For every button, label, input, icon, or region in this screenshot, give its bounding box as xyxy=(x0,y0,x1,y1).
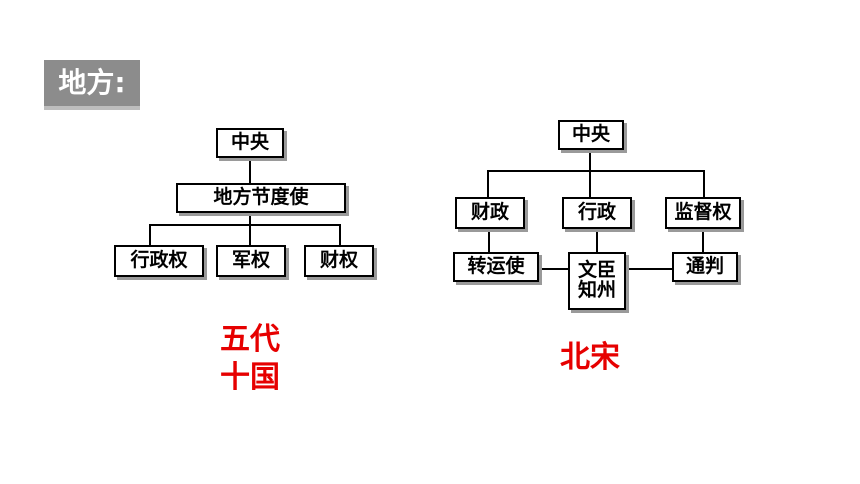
connector-line xyxy=(702,228,704,253)
era-caption: 北宋 xyxy=(560,340,620,375)
connector-line xyxy=(149,224,151,246)
connector-line xyxy=(625,268,673,270)
connector-line xyxy=(487,170,705,172)
connector-line xyxy=(249,156,251,184)
finance-power-box: 财权 xyxy=(304,245,374,277)
prefect-label-line2: 知州 xyxy=(577,279,616,301)
connector-line xyxy=(589,170,591,198)
era-caption-line2: 十国 xyxy=(220,360,280,395)
supervision-power-box: 监督权 xyxy=(665,197,741,229)
tongpan-box: 通判 xyxy=(672,252,738,282)
connector-line xyxy=(537,268,569,270)
jiedushi-box: 地方节度使 xyxy=(176,183,346,213)
administration-box: 行政 xyxy=(562,197,632,229)
military-power-box: 军权 xyxy=(216,245,286,277)
connector-line xyxy=(149,224,341,226)
fiscal-commissioner-box: 转运使 xyxy=(453,252,539,282)
connector-line xyxy=(339,224,341,246)
connector-line xyxy=(703,170,705,198)
connector-line xyxy=(596,228,598,253)
prefect-box: 文臣 知州 xyxy=(568,252,626,310)
section-title: 地方: xyxy=(44,60,140,110)
connector-line xyxy=(488,228,490,253)
era-caption-line1: 五代 xyxy=(220,322,280,357)
connector-line xyxy=(589,148,591,172)
connector-line xyxy=(249,224,251,246)
central-government-box: 中央 xyxy=(558,120,624,150)
admin-power-box: 行政权 xyxy=(114,245,204,277)
central-government-box: 中央 xyxy=(216,128,284,158)
connector-line xyxy=(487,170,489,198)
prefect-label-line1: 文臣 xyxy=(577,259,616,282)
connector-line xyxy=(249,212,251,226)
finance-box: 财政 xyxy=(455,197,525,229)
